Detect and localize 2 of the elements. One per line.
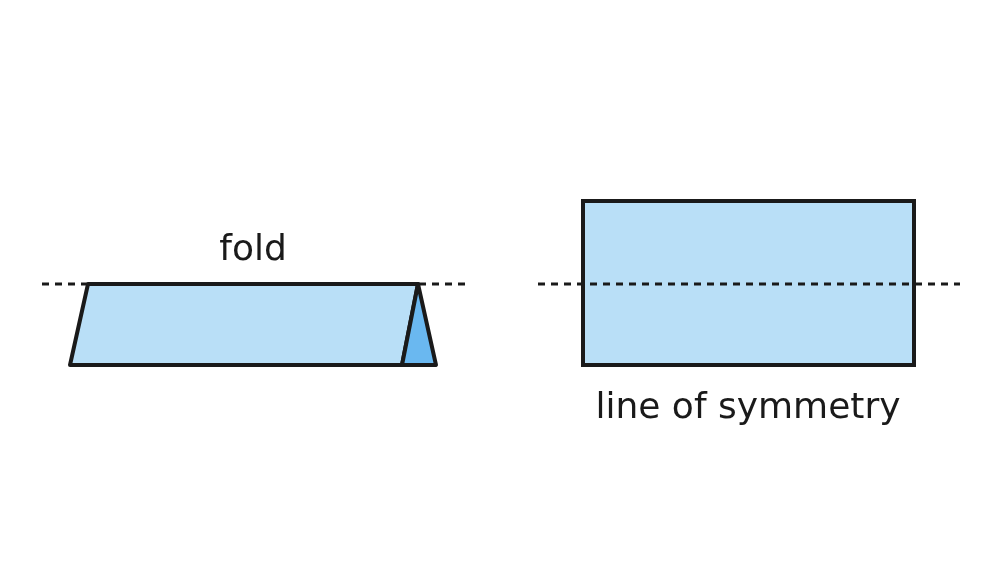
fold-label: fold <box>219 230 287 266</box>
symmetry-label: line of symmetry <box>595 388 901 424</box>
